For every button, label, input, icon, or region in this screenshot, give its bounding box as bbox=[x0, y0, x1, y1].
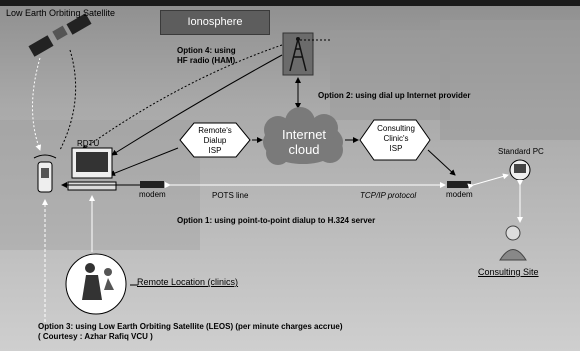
remote-isp-line2: Dialup bbox=[203, 136, 227, 145]
remote-isp-hexagon bbox=[179, 122, 251, 158]
option4-line2: HF radio (HAM) bbox=[177, 56, 236, 65]
background-building bbox=[330, 30, 450, 120]
internet-cloud bbox=[263, 107, 343, 165]
consulting-isp-line2: Clinic's bbox=[383, 134, 409, 143]
standard-pc-label: Standard PC bbox=[498, 147, 544, 156]
consulting-isp-line3: ISP bbox=[389, 144, 403, 153]
modem-right-icon bbox=[447, 181, 471, 188]
modem-left-icon bbox=[140, 181, 164, 188]
modem-right-label: modem bbox=[446, 190, 473, 199]
option3-label: Option 3: using Low Earth Orbiting Satel… bbox=[38, 322, 343, 331]
option4-line1: Option 4: using bbox=[177, 46, 236, 55]
rdtu-label: RDTU bbox=[77, 139, 100, 148]
phone-icon bbox=[33, 154, 57, 193]
remote-isp-line1: Remote's bbox=[198, 126, 232, 135]
internet-line1: Internet bbox=[281, 127, 327, 142]
top-strip bbox=[0, 0, 580, 6]
remote-isp-line3: ISP bbox=[208, 146, 222, 155]
pots-line-label: POTS line bbox=[212, 191, 249, 200]
patient-icon bbox=[65, 253, 127, 315]
consulting-site-label: Consulting Site bbox=[478, 267, 539, 277]
courtesy-label: ( Courtesy : Azhar Rafiq VCU ) bbox=[38, 332, 153, 341]
pc-icon bbox=[509, 159, 531, 181]
doctor-icon bbox=[499, 225, 527, 261]
option2-label: Option 2: using dial up Internet provide… bbox=[318, 91, 471, 100]
tcpip-label: TCP/IP protocol bbox=[360, 191, 417, 200]
consulting-isp-line1: Consulting bbox=[377, 124, 415, 133]
background-building bbox=[440, 20, 580, 140]
ionosphere-box: Ionosphere bbox=[160, 10, 270, 35]
internet-line2: cloud bbox=[288, 142, 320, 157]
consulting-isp-hexagon bbox=[359, 119, 431, 161]
option1-label: Option 1: using point-to-point dialup to… bbox=[177, 216, 376, 225]
radio-tower-icon bbox=[282, 32, 314, 76]
computer-icon bbox=[67, 147, 117, 191]
modem-left-label: modem bbox=[139, 190, 166, 199]
satellite-icon bbox=[28, 13, 92, 57]
remote-location-label: Remote Location (clinics) bbox=[137, 277, 239, 287]
leos-label: Low Earth Orbiting Satellite bbox=[6, 8, 116, 18]
